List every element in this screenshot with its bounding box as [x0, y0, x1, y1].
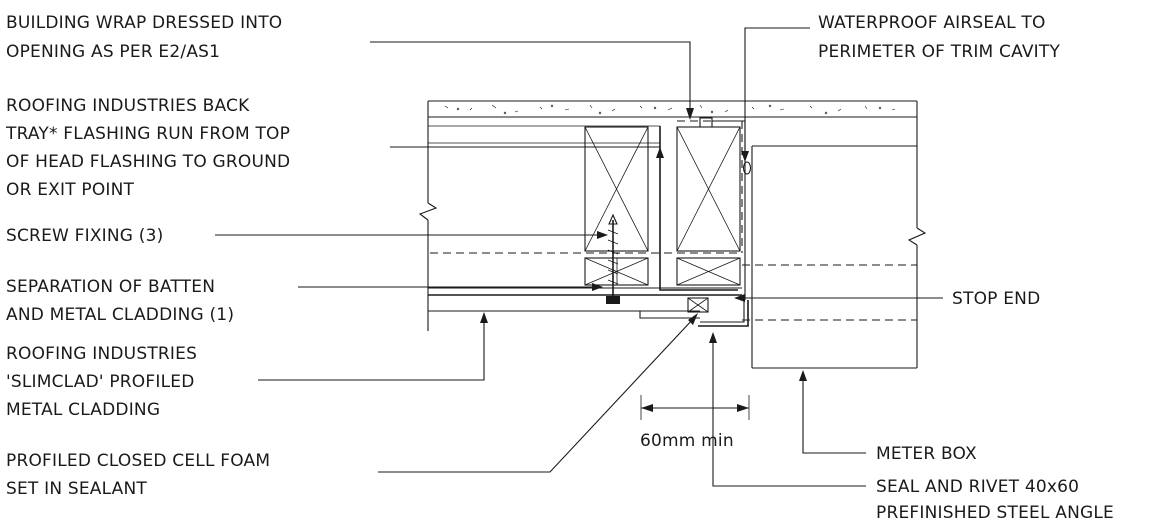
label-building-wrap-line-1: BUILDING WRAP DRESSED INTO: [6, 13, 282, 33]
dimension-label: 60mm min: [640, 431, 734, 451]
label-back-tray-line-1: ROOFING INDUSTRIES BACK: [6, 96, 250, 116]
steel-angle: [698, 300, 749, 327]
back-tray-flashing: [659, 120, 746, 300]
foam-cell: [687, 297, 709, 313]
airseal-bead-icon: [742, 161, 752, 175]
label-screw-fixing-line-1: SCREW FIXING (3): [6, 226, 163, 246]
screw-fixing-icon: [606, 213, 620, 304]
label-stop-end: STOP END: [952, 289, 1040, 309]
label-building-wrap: BUILDING WRAP DRESSED INTO OPENING AS PE…: [6, 13, 282, 62]
label-steel-angle: SEAL AND RIVET 40x60 PREFINISHED STEEL A…: [876, 477, 1114, 523]
metal-cladding: [428, 287, 742, 319]
label-separation-line-2: AND METAL CLADDING (1): [6, 305, 234, 325]
head-slab: [428, 100, 917, 144]
label-back-tray-line-4: OR EXIT POINT: [6, 180, 135, 200]
label-slimclad-line-2: 'SLIMCLAD' PROFILED: [6, 372, 194, 392]
label-back-tray: ROOFING INDUSTRIES BACK TRAY* FLASHING R…: [5, 96, 290, 200]
label-meter-box: METER BOX: [876, 444, 977, 464]
label-airseal-line-2: PERIMETER OF TRIM CAVITY: [818, 42, 1060, 62]
batten-left: [584, 257, 649, 286]
timber-stud-left: [584, 126, 649, 252]
label-slimclad-line-1: ROOFING INDUSTRIES: [6, 344, 197, 364]
dimension-line: [640, 395, 750, 420]
label-airseal-line-1: WATERPROOF AIRSEAL TO: [818, 13, 1046, 33]
meter-box: [742, 101, 927, 369]
label-stop-end-line-1: STOP END: [952, 289, 1040, 309]
label-separation-line-1: SEPARATION OF BATTEN: [6, 277, 215, 297]
label-back-tray-line-2: TRAY* FLASHING RUN FROM TOP: [5, 124, 290, 144]
label-slimclad: ROOFING INDUSTRIES 'SLIMCLAD' PROFILED M…: [6, 344, 197, 420]
batten-right: [676, 257, 741, 286]
label-separation: SEPARATION OF BATTEN AND METAL CLADDING …: [6, 277, 234, 325]
building-wrap: [430, 120, 743, 254]
label-steel-angle-line-2: PREFINISHED STEEL ANGLE: [876, 503, 1114, 523]
slab-texture: [444, 104, 896, 115]
label-meter-box-line-1: METER BOX: [876, 444, 977, 464]
label-steel-angle-line-1: SEAL AND RIVET 40x60: [876, 477, 1079, 497]
timber-stud-right: [676, 117, 741, 252]
label-screw-fixing: SCREW FIXING (3): [6, 226, 163, 246]
label-foam-line-1: PROFILED CLOSED CELL FOAM: [6, 451, 270, 471]
label-slimclad-line-3: METAL CLADDING: [6, 400, 160, 420]
label-building-wrap-line-2: OPENING AS PER E2/AS1: [6, 42, 220, 62]
label-foam: PROFILED CLOSED CELL FOAM SET IN SEALANT: [6, 451, 270, 499]
label-foam-line-2: SET IN SEALANT: [6, 479, 147, 499]
label-back-tray-line-3: OF HEAD FLASHING TO GROUND: [6, 152, 290, 172]
leader-lines: [215, 27, 943, 487]
left-wall: [418, 101, 438, 331]
label-airseal: WATERPROOF AIRSEAL TO PERIMETER OF TRIM …: [818, 13, 1060, 62]
dimension-label-text: 60mm min: [640, 431, 734, 451]
